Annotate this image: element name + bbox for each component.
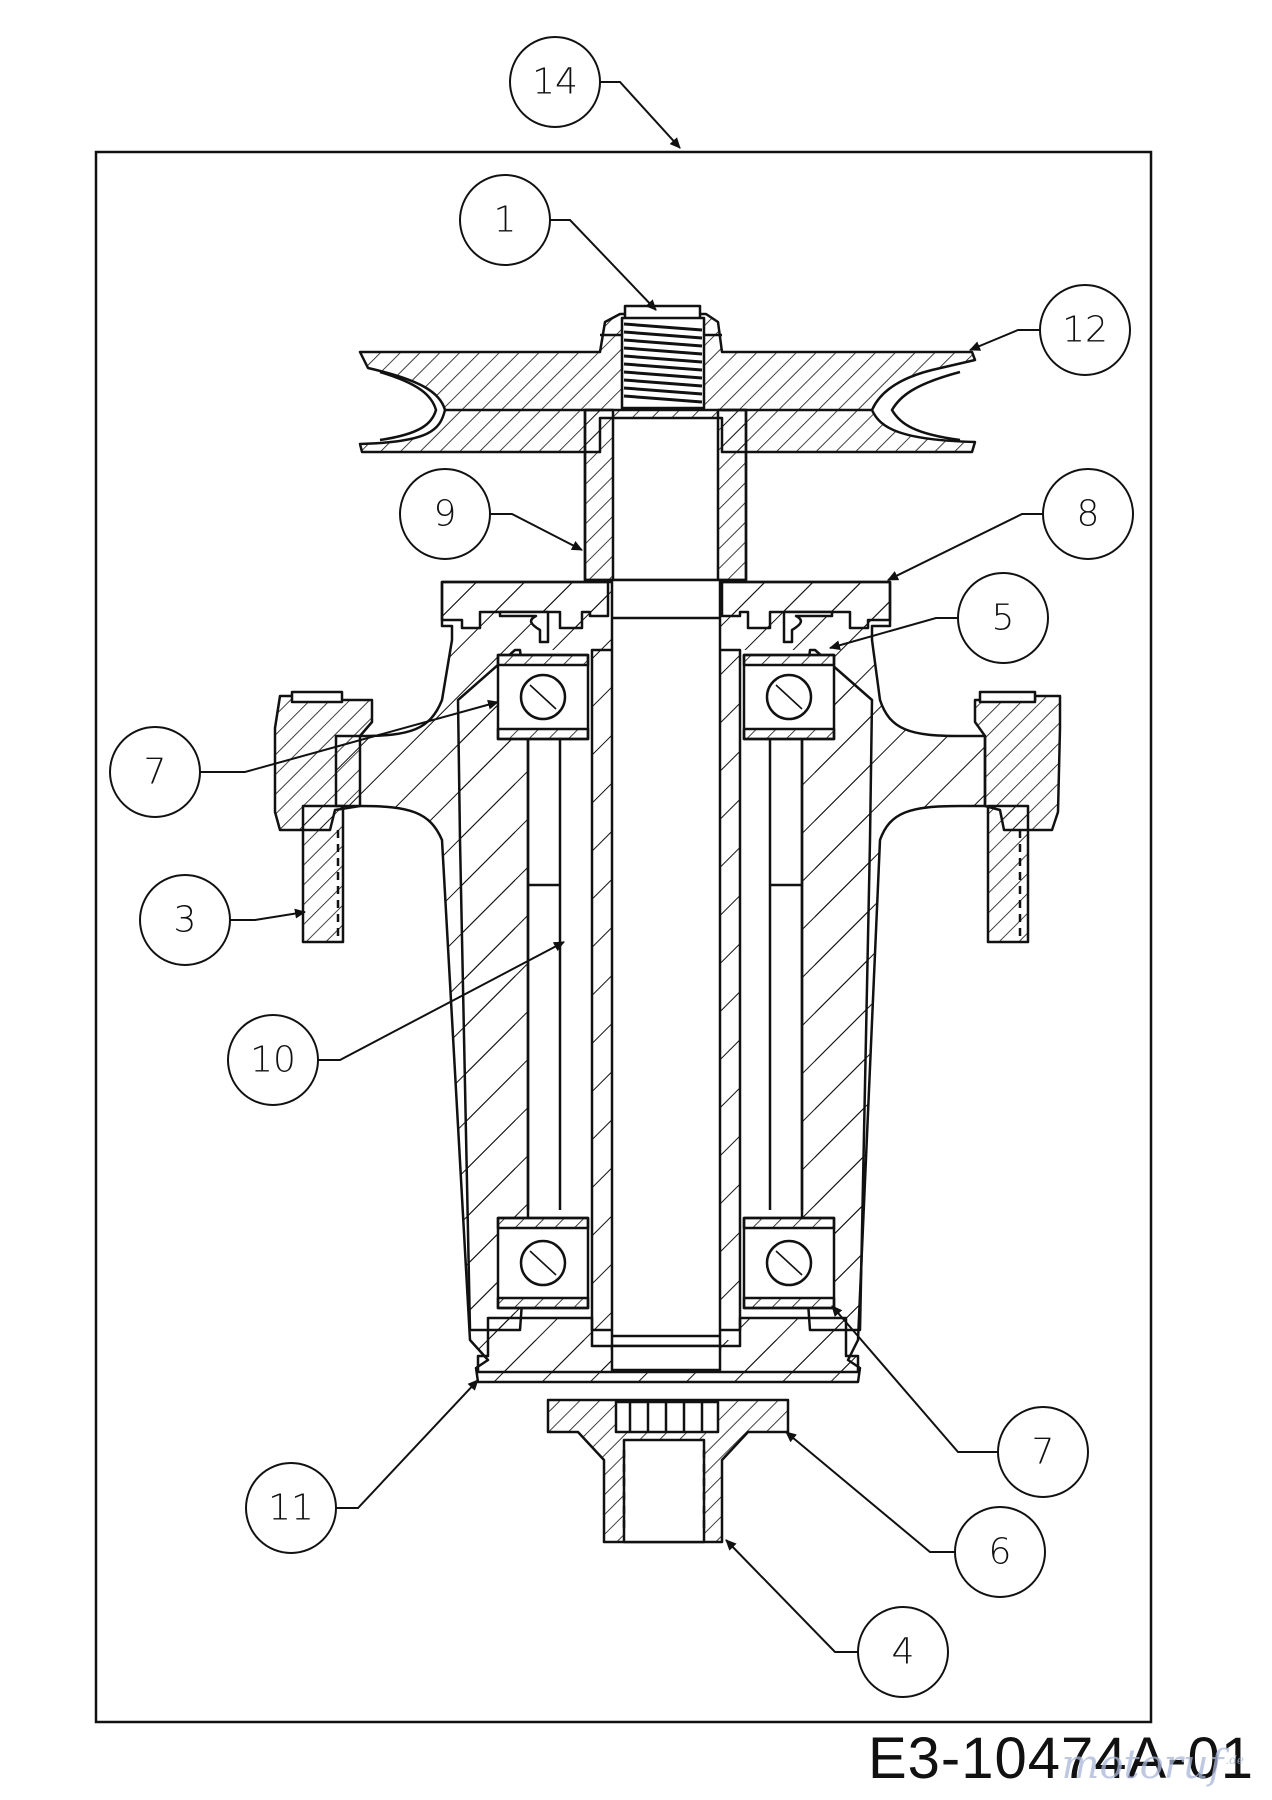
leader-12 <box>969 329 1040 351</box>
callout-10: 10 <box>227 1014 319 1106</box>
leader-3 <box>230 908 306 921</box>
callout-8: 8 <box>1042 468 1134 560</box>
callout-7-upper: 7 <box>109 726 201 818</box>
callout-5: 5 <box>957 572 1049 664</box>
callout-label: 9 <box>434 494 457 535</box>
blade-adapter <box>546 1398 790 1544</box>
callout-label: 7 <box>144 752 167 793</box>
callout-1: 1 <box>459 174 551 266</box>
callout-label: 12 <box>1062 310 1108 351</box>
spindle-shaft <box>610 578 722 1352</box>
housing-top-flange <box>440 580 892 630</box>
watermark-logo: motoruf.de <box>1062 1742 1244 1788</box>
spindle-nut <box>620 304 706 410</box>
leader-lines <box>200 81 1043 1653</box>
assembly-frame <box>94 150 1153 1724</box>
leader-9 <box>490 513 583 551</box>
callout-label: 6 <box>989 1532 1012 1573</box>
mounting-bolt-right <box>973 690 1062 944</box>
leader-10 <box>318 941 565 1061</box>
watermark-suffix: .de <box>1225 1752 1244 1767</box>
callout-9: 9 <box>399 468 491 560</box>
callout-12: 12 <box>1039 284 1131 376</box>
leader-7-lower <box>831 1305 998 1453</box>
callouts: 14 1 12 9 8 5 7 3 <box>109 36 1134 1698</box>
callout-7-lower: 7 <box>997 1406 1089 1498</box>
leader-11 <box>336 1379 479 1509</box>
spindle-spacer <box>583 408 748 582</box>
upper-bearing-right <box>742 653 836 741</box>
callout-label: 14 <box>532 62 578 103</box>
callout-11: 11 <box>245 1462 337 1554</box>
callout-6: 6 <box>954 1506 1046 1598</box>
leader-1 <box>548 219 657 311</box>
leader-14 <box>600 81 681 149</box>
upper-bearing-left <box>496 653 590 741</box>
callout-label: 1 <box>494 200 517 241</box>
watermark-text: motoruf <box>1061 1742 1224 1788</box>
callout-label: 5 <box>992 598 1015 639</box>
bottom-cap <box>476 1316 860 1374</box>
callout-label: 11 <box>268 1488 314 1529</box>
callout-label: 7 <box>1032 1432 1055 1473</box>
callout-4: 4 <box>857 1606 949 1698</box>
leader-5 <box>829 617 958 651</box>
leader-4 <box>725 1539 858 1653</box>
lower-bearing-left <box>496 1216 590 1310</box>
leader-8 <box>887 513 1043 581</box>
callout-label: 4 <box>892 1632 915 1673</box>
callout-label: 3 <box>174 900 197 941</box>
mounting-bolt-left <box>273 690 374 944</box>
seal-right <box>782 610 834 644</box>
lower-bearing-right <box>742 1216 836 1310</box>
leader-7-upper <box>200 699 499 773</box>
callout-14: 14 <box>509 36 601 128</box>
callout-3: 3 <box>139 874 231 966</box>
callout-label: 10 <box>250 1040 296 1081</box>
drawing-reference-code: E3-10474A-01 <box>867 1726 1254 1791</box>
seal-left <box>498 610 550 644</box>
callout-label: 8 <box>1077 494 1100 535</box>
leader-6 <box>785 1431 955 1553</box>
